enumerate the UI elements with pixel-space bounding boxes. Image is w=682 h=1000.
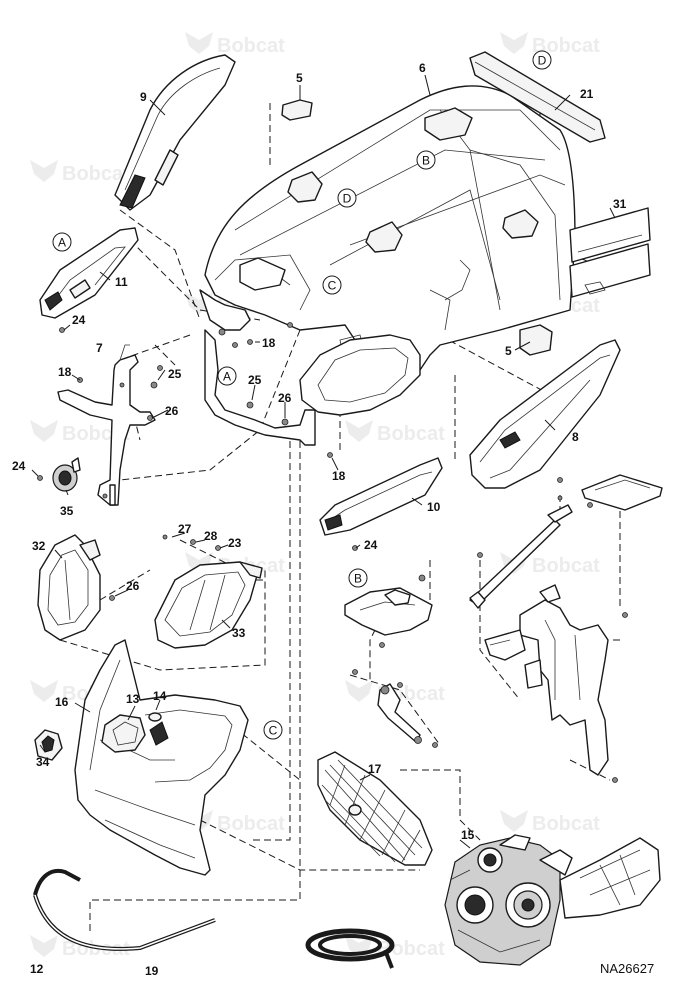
svg-text:C: C [269, 724, 278, 738]
label-35: 35 [60, 504, 74, 518]
label-19: 19 [145, 964, 159, 978]
label-5-lower: 5 [505, 344, 512, 358]
hardware [37, 322, 628, 783]
label-15: 15 [461, 828, 475, 842]
label-34: 34 [36, 755, 50, 769]
callout-b-upper: B [416, 150, 436, 170]
engine-15[interactable] [444, 834, 661, 966]
svg-text:Bobcat: Bobcat [217, 35, 285, 57]
gasket-19[interactable] [305, 928, 395, 969]
watermark: Bobcat [185, 32, 285, 57]
label-12: 12 [30, 962, 44, 976]
label-25-b: 25 [248, 373, 262, 387]
bracket-7[interactable] [57, 344, 156, 506]
svg-text:Bobcat: Bobcat [62, 163, 130, 185]
label-26-c: 26 [126, 579, 140, 593]
label-9: 9 [140, 90, 147, 104]
callout-b-lower: B [348, 568, 368, 588]
label-26-b: 26 [278, 391, 292, 405]
label-7: 7 [96, 341, 103, 355]
label-25-a: 25 [168, 367, 182, 381]
label-18-c: 18 [332, 469, 346, 483]
label-18-a: 18 [262, 336, 276, 350]
label-16: 16 [55, 695, 69, 709]
svg-text:Bobcat: Bobcat [532, 813, 600, 835]
svg-text:Bobcat: Bobcat [217, 813, 285, 835]
label-11: 11 [115, 275, 128, 289]
part-labels: 5 6 9 21 11 24 7 18 18 25 25 26 26 24 35… [12, 61, 627, 978]
label-24-b: 24 [12, 459, 26, 473]
svg-text:A: A [58, 236, 66, 250]
right-trim-8[interactable] [469, 339, 621, 489]
left-headlight-32[interactable] [37, 534, 101, 641]
gas-strut[interactable] [377, 683, 422, 744]
label-23: 23 [228, 536, 242, 550]
label-10: 10 [427, 500, 441, 514]
leaders [31, 74, 616, 849]
right-lower-trim-10[interactable] [319, 457, 443, 536]
label-8: 8 [572, 430, 579, 444]
callout-a-lower: A [217, 366, 237, 386]
svg-text:Bobcat: Bobcat [377, 423, 445, 445]
seal-strip-12[interactable] [33, 869, 216, 951]
callout-c-upper: C [322, 275, 342, 295]
horn-35[interactable] [52, 457, 81, 492]
callout-a-upper: A [52, 232, 72, 252]
decal-31[interactable] [569, 207, 651, 298]
left-lower-trim-11[interactable] [39, 227, 139, 319]
grille-frame[interactable] [299, 334, 421, 416]
hood-support-frame[interactable] [469, 504, 609, 776]
label-27: 27 [178, 522, 192, 536]
svg-text:C: C [328, 279, 337, 293]
foam-strip-21[interactable] [469, 51, 606, 143]
label-18-b: 18 [58, 365, 72, 379]
right-headlight-33[interactable] [154, 561, 263, 649]
label-33: 33 [232, 626, 246, 640]
svg-text:Bobcat: Bobcat [532, 555, 600, 577]
label-31: 31 [613, 197, 627, 211]
label-24-a: 24 [72, 313, 86, 327]
label-21: 21 [580, 87, 594, 101]
label-32: 32 [32, 539, 46, 553]
callout-c-lower: C [263, 720, 283, 740]
left-upper-trim-9[interactable] [114, 54, 236, 211]
screen-17[interactable] [317, 751, 433, 866]
label-14: 14 [153, 689, 167, 703]
svg-text:D: D [343, 192, 352, 206]
hood-assembly[interactable] [199, 85, 576, 446]
latch-cover[interactable] [581, 474, 663, 511]
label-24-c: 24 [364, 538, 378, 552]
label-26-a: 26 [165, 404, 179, 418]
label-5-upper: 5 [296, 71, 303, 85]
bumper-5-lower[interactable] [519, 324, 553, 356]
watermark: Bobcat [345, 420, 445, 445]
pad-14[interactable] [148, 712, 162, 722]
svg-text:B: B [354, 572, 362, 586]
svg-text:A: A [223, 370, 231, 384]
svg-text:Bobcat: Bobcat [532, 35, 600, 57]
label-6: 6 [419, 61, 426, 75]
callout-d-upper: D [532, 50, 552, 70]
callout-d-lower: D [337, 188, 357, 208]
figure-id: NA26627 [600, 961, 654, 976]
label-17: 17 [368, 762, 382, 776]
label-13: 13 [126, 692, 140, 706]
latch-bracket[interactable] [344, 587, 433, 636]
emblem-34[interactable] [34, 729, 63, 761]
watermark: Bobcat [500, 810, 600, 835]
svg-text:B: B [422, 154, 430, 168]
label-28: 28 [204, 529, 218, 543]
watermark: Bobcat [30, 160, 130, 185]
bumper-5-upper[interactable] [281, 99, 313, 121]
watermark: Bobcat [500, 32, 600, 57]
svg-text:D: D [538, 54, 547, 68]
front-panel-16[interactable] [74, 639, 249, 876]
